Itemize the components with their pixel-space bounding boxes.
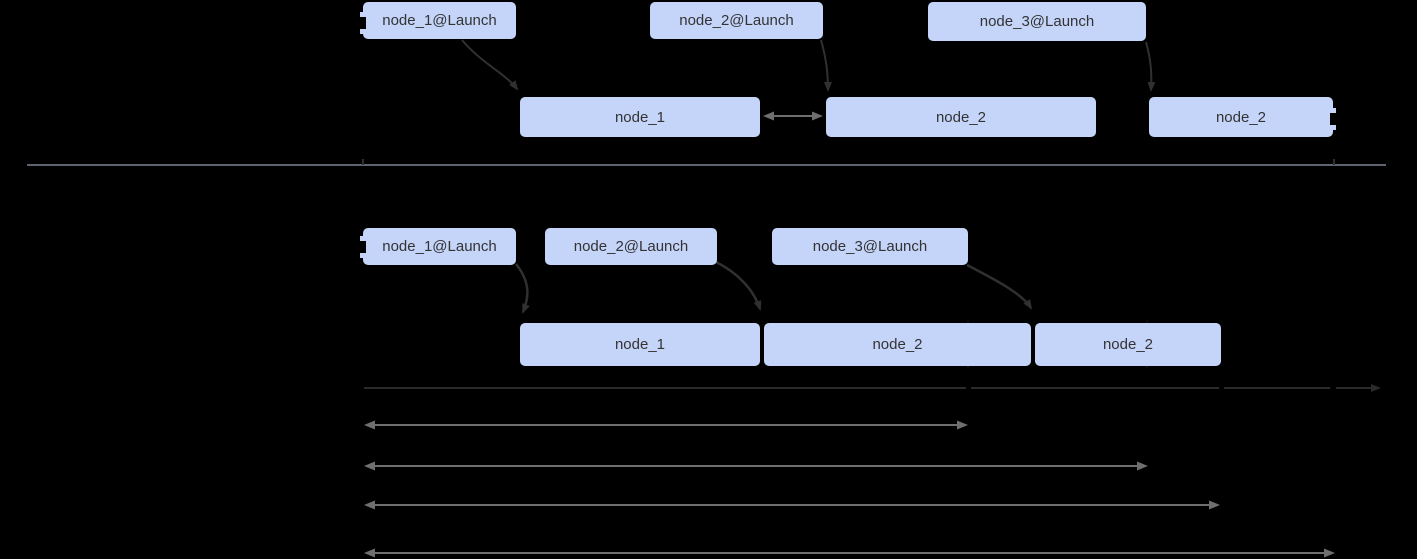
bottom-node-bar-segment-3: node_2 bbox=[1035, 323, 1221, 366]
bottom-launch-arrow-3 bbox=[966, 263, 1033, 310]
bottom-launch-arrow-2 bbox=[715, 260, 762, 311]
top-launch-arrow-1 bbox=[461, 39, 519, 91]
bottom-launch-box-3: node_3@Launch bbox=[772, 228, 968, 265]
top-launch-box-1: node_1@Launch bbox=[363, 2, 516, 39]
top-launch-box-2: node_2@Launch bbox=[650, 2, 823, 39]
duration-span-arrow-2 bbox=[364, 461, 1148, 471]
top-node-box-3: node_2 bbox=[1149, 97, 1333, 137]
gap-double-arrow bbox=[763, 111, 823, 121]
top-node-box-2: node_2 bbox=[826, 97, 1096, 137]
top-launch-box-3: node_3@Launch bbox=[928, 2, 1146, 41]
duration-span-arrow-1 bbox=[364, 420, 968, 430]
top-launch-arrow-3 bbox=[1145, 41, 1156, 92]
bottom-launch-box-1: node_1@Launch bbox=[363, 228, 516, 265]
bottom-node-bar-segment-2: node_2 bbox=[764, 323, 1031, 366]
bottom-node-bar-segment-1: node_1 bbox=[520, 323, 760, 366]
duration-span-arrow-3 bbox=[364, 500, 1220, 510]
bottom-launch-arrow-1 bbox=[515, 263, 530, 314]
duration-span-arrow-4 bbox=[364, 548, 1335, 558]
top-launch-arrow-2 bbox=[820, 39, 832, 92]
bottom-launch-box-2: node_2@Launch bbox=[545, 228, 717, 265]
top-node-box-1: node_1 bbox=[520, 97, 760, 137]
